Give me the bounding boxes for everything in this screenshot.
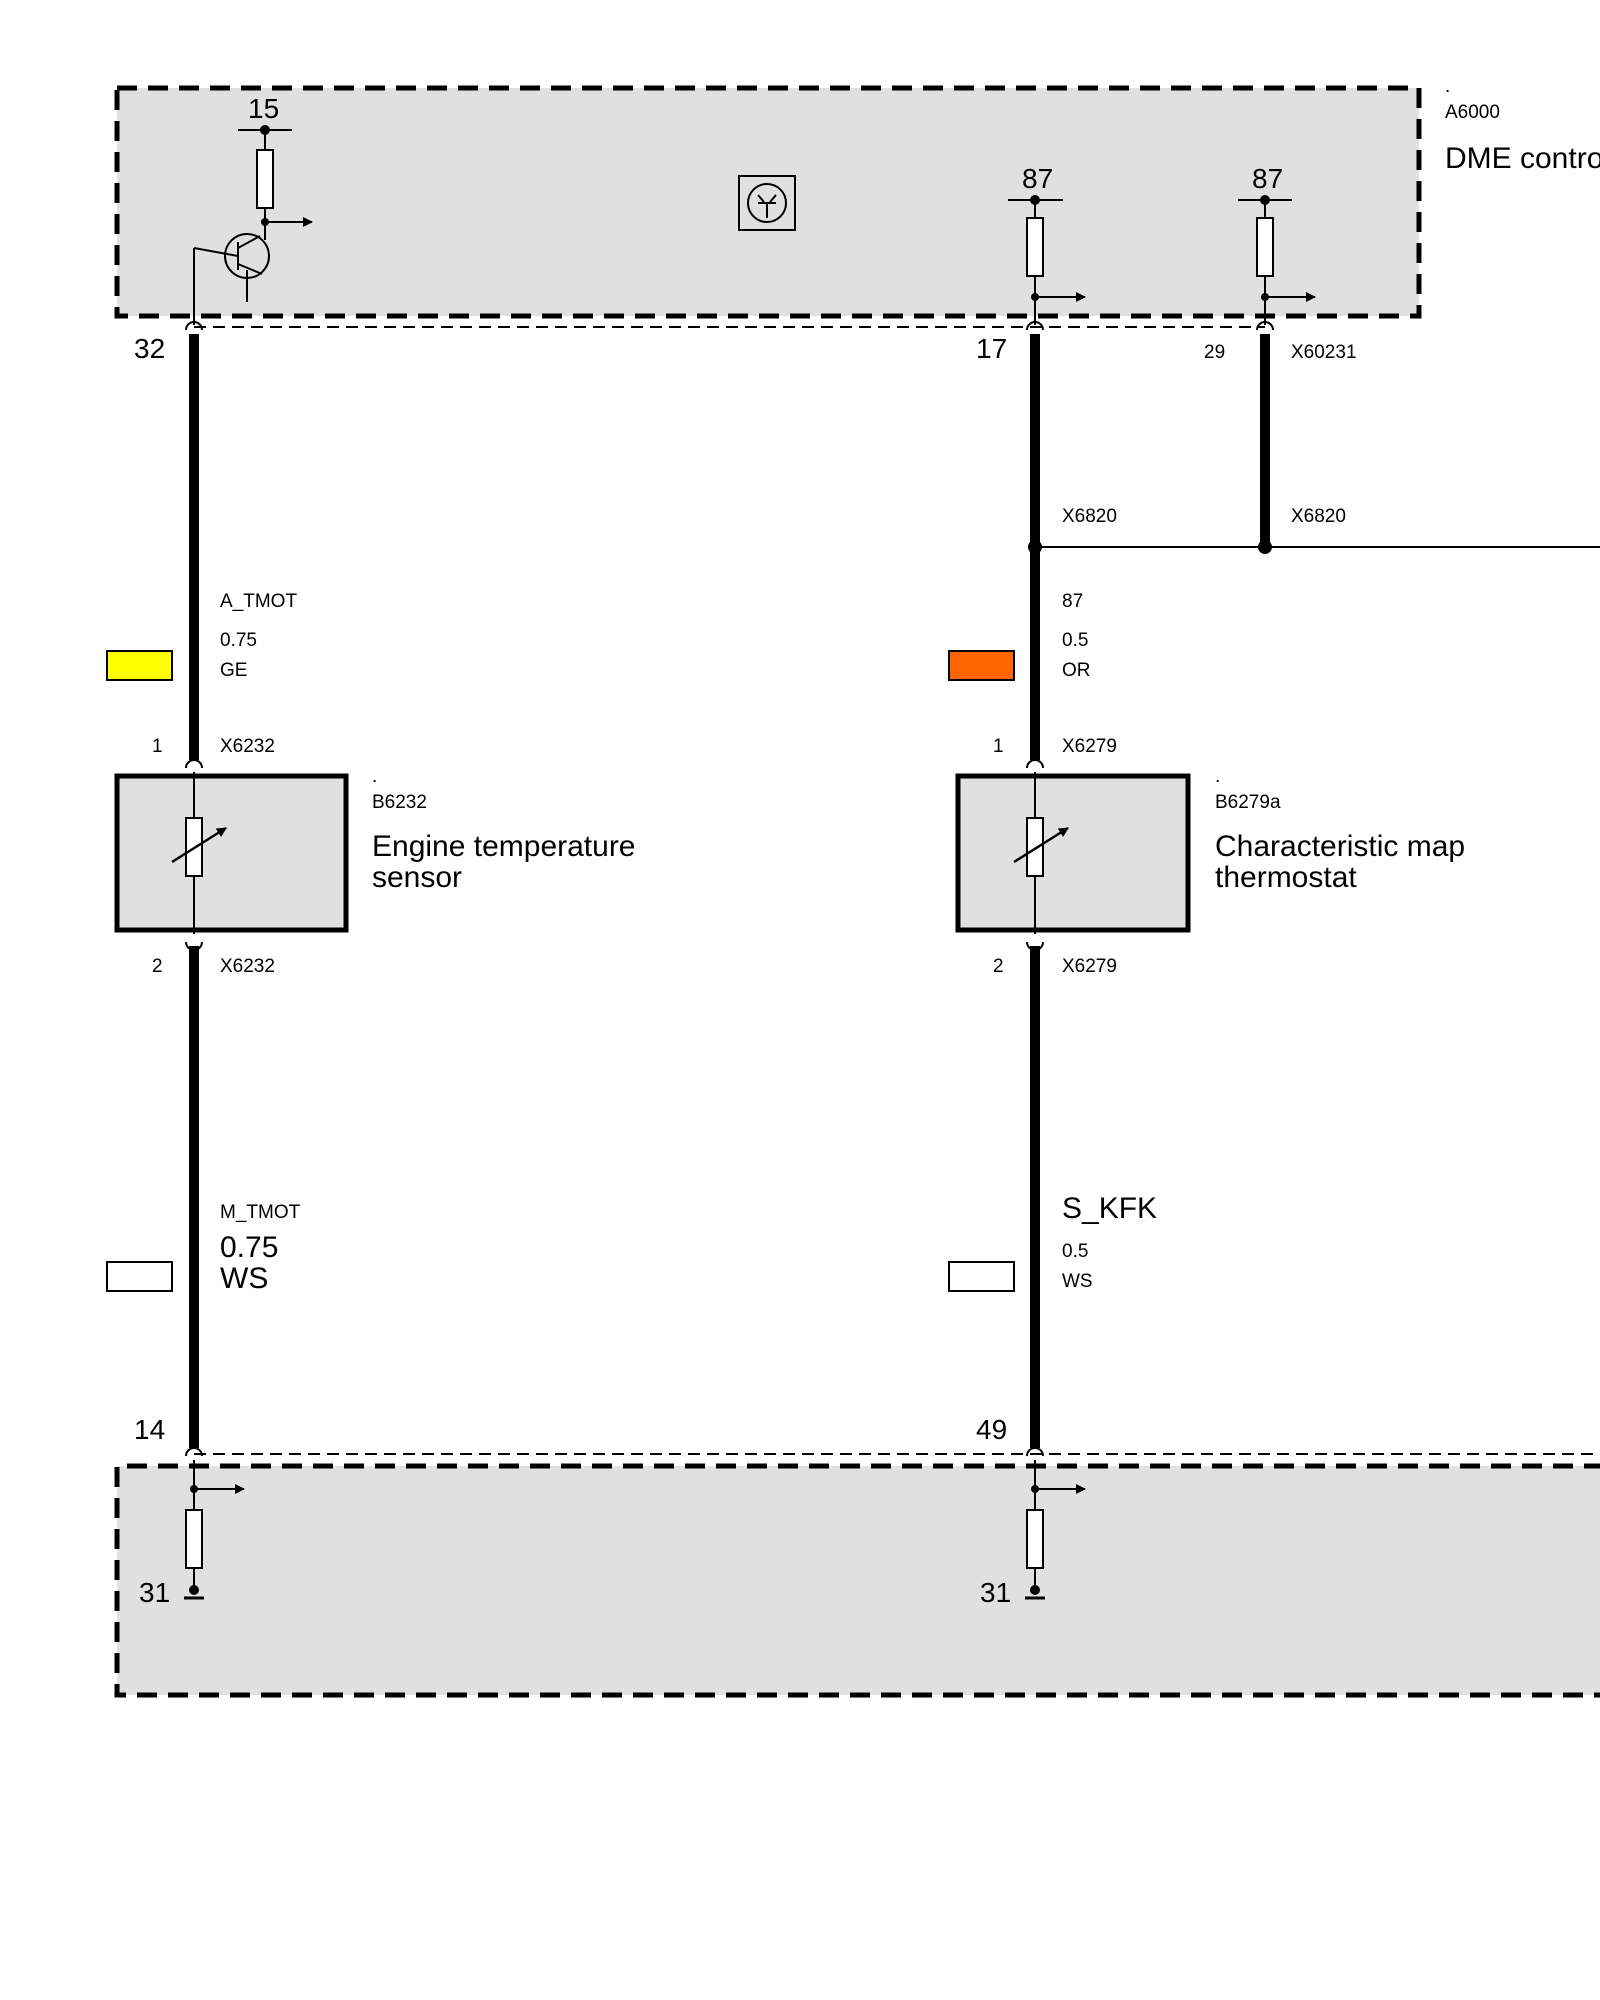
dme-pin-17: 17 bbox=[976, 333, 1007, 364]
color-code-a-tmot: GE bbox=[220, 660, 247, 681]
supply-87-right-label: 87 bbox=[1252, 163, 1283, 194]
wire-87-labels: 87 0.5 OR bbox=[948, 591, 1091, 681]
thermostat-id: B6279a bbox=[1215, 792, 1281, 813]
thermostat-name-line1: Characteristic map bbox=[1215, 830, 1465, 863]
dme-pin-32: 32 bbox=[134, 333, 165, 364]
wire-color-swatch-white bbox=[948, 1261, 1015, 1292]
wire-color-swatch-white bbox=[106, 1261, 173, 1292]
wire-s-kfk-labels: S_KFK 0.5 WS bbox=[948, 1192, 1157, 1292]
wire-m-tmot-labels: M_TMOT 0.75 WS bbox=[106, 1202, 301, 1295]
thermostat-connector-bottom: X6279 bbox=[1062, 956, 1117, 977]
color-code-s-kfk: WS bbox=[1062, 1271, 1093, 1292]
wire-mid-lower bbox=[1026, 941, 1044, 1457]
signal-a-tmot: A_TMOT bbox=[220, 591, 297, 612]
dme-control-unit-bottom: 14 49 31 31 bbox=[114, 1414, 1600, 1698]
sensor-connector-bottom: X6232 bbox=[220, 956, 275, 977]
sensor-housing bbox=[114, 773, 349, 933]
sensor-connector-top: X6232 bbox=[220, 736, 275, 757]
thermostat-name-line2: thermostat bbox=[1215, 861, 1357, 894]
sensor-pin-2: 2 bbox=[152, 956, 163, 977]
wire-color-swatch-yellow bbox=[106, 650, 173, 681]
color-code-87: OR bbox=[1062, 660, 1091, 681]
dme-mid-driver: 87 bbox=[1008, 163, 1086, 325]
dme-bottom-housing bbox=[114, 1463, 1600, 1698]
color-code-m-tmot: WS bbox=[220, 1262, 268, 1295]
sensor-id: B6232 bbox=[372, 792, 427, 813]
wire-a-tmot-labels: A_TMOT 0.75 GE bbox=[106, 591, 297, 681]
dme-dot: . bbox=[1445, 76, 1450, 97]
gauge-a-tmot: 0.75 bbox=[220, 630, 257, 651]
dme-id-label: A6000 bbox=[1445, 102, 1500, 123]
thermostat-pin-2: 2 bbox=[993, 956, 1004, 977]
wire-left-lower bbox=[185, 941, 203, 1457]
thermostat-pin-1: 1 bbox=[993, 736, 1004, 757]
supply-15-label: 15 bbox=[248, 93, 279, 124]
ground-31-mid: 31 bbox=[980, 1577, 1011, 1608]
thermostat-housing bbox=[955, 773, 1191, 933]
engine-temperature-sensor: 1 X6232 . B6232 Engine temperature senso… bbox=[114, 736, 636, 977]
dme-left-driver: 15 bbox=[193, 93, 313, 325]
variable-resistor-arrow-icon bbox=[171, 826, 227, 864]
supply-87-mid-label: 87 bbox=[1022, 163, 1053, 194]
characteristic-map-thermostat: 1 X6279 . B6279a Characteristic map ther… bbox=[955, 736, 1465, 977]
dme-right-driver: 87 bbox=[1238, 163, 1316, 325]
connector-x60231: X60231 bbox=[1291, 342, 1357, 363]
control-unit-symbol-icon bbox=[738, 175, 796, 231]
ground-left: 31 bbox=[139, 1460, 245, 1608]
ground-mid: 31 bbox=[980, 1460, 1086, 1608]
thermostat-dot: . bbox=[1215, 766, 1220, 787]
wire-left-upper bbox=[185, 321, 203, 769]
dme-control-unit-top: . A6000 DME contro 15 bbox=[114, 76, 1600, 364]
ground-31-left: 31 bbox=[139, 1577, 170, 1608]
sensor-name-line1: Engine temperature bbox=[372, 830, 636, 863]
signal-m-tmot: M_TMOT bbox=[220, 1202, 301, 1223]
sensor-name-line2: sensor bbox=[372, 861, 462, 894]
thermostat-connector-top: X6279 bbox=[1062, 736, 1117, 757]
gauge-87: 0.5 bbox=[1062, 630, 1088, 651]
signal-87: 87 bbox=[1062, 591, 1083, 612]
dme-name-label: DME contro bbox=[1445, 142, 1600, 175]
dme-pin-49: 49 bbox=[976, 1414, 1007, 1445]
variable-resistor-arrow-icon bbox=[1013, 826, 1069, 864]
sensor-pin-1: 1 bbox=[152, 736, 163, 757]
wire-color-swatch-orange bbox=[948, 650, 1015, 681]
gauge-m-tmot: 0.75 bbox=[220, 1231, 278, 1264]
gauge-s-kfk: 0.5 bbox=[1062, 1241, 1088, 1262]
splice-x6820: X6820 X6820 bbox=[1028, 506, 1600, 554]
splice-right-label: X6820 bbox=[1291, 506, 1346, 527]
dme-pin-14: 14 bbox=[134, 1414, 165, 1445]
dme-pin-29: 29 bbox=[1204, 342, 1225, 363]
splice-mid-label: X6820 bbox=[1062, 506, 1117, 527]
signal-s-kfk: S_KFK bbox=[1062, 1192, 1157, 1225]
wire-right-upper bbox=[1256, 321, 1274, 547]
sensor-dot: . bbox=[372, 766, 377, 787]
